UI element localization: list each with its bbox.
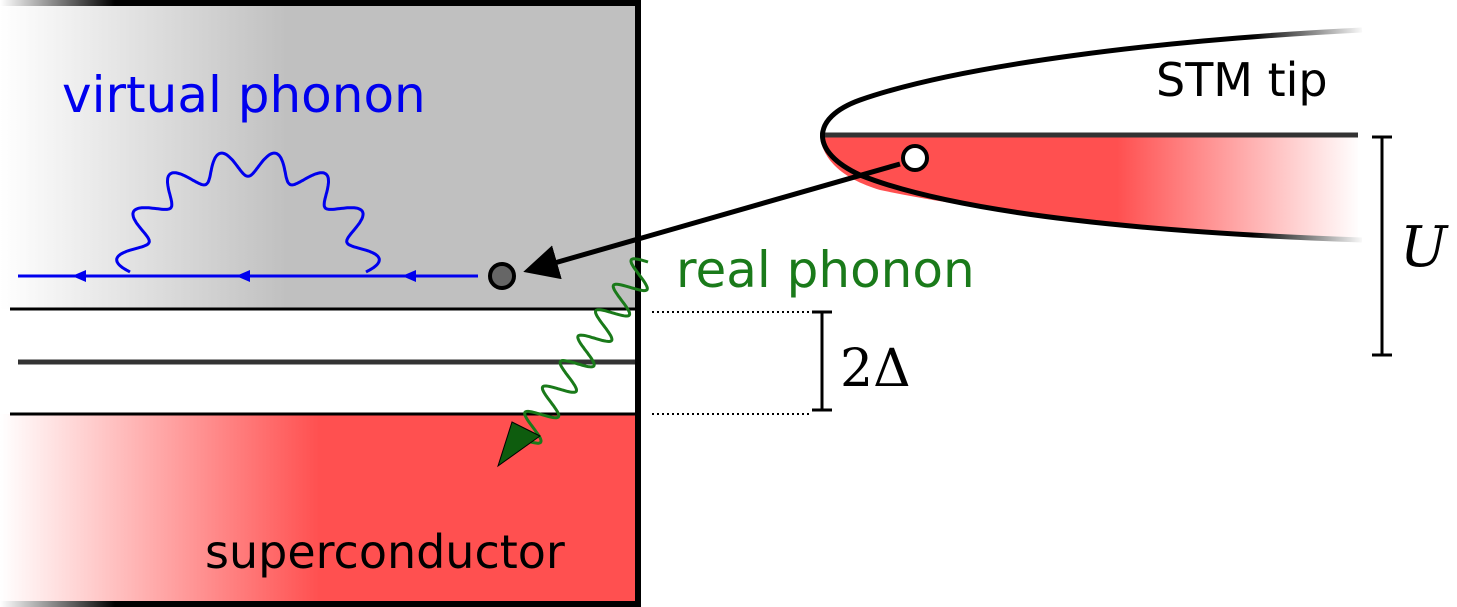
- real-phonon-label: real phonon: [676, 241, 975, 299]
- real-phonon-wavy-line: [523, 257, 649, 445]
- electron-in-sample: [488, 262, 516, 290]
- sample-bulk: [0, 0, 641, 607]
- stm-tip: STM tip: [820, 27, 1363, 243]
- virtual-phonon-diagram: virtual phonon: [18, 66, 478, 282]
- tip-outline: [820, 27, 1363, 243]
- sample-frame: [0, 0, 641, 607]
- stm-tip-label: STM tip: [1156, 53, 1328, 107]
- bias-label: U: [1400, 215, 1449, 280]
- propagator-arrow-1: [72, 270, 86, 282]
- superconductor-label: superconductor: [205, 525, 565, 579]
- occupied-bulk-region: [0, 0, 638, 309]
- tunneling-arrow: [523, 161, 901, 280]
- real-phonon-arrowhead: [497, 421, 541, 468]
- propagator-arrow-3: [402, 270, 416, 282]
- real-phonon: real phonon: [497, 241, 975, 468]
- virtual-phonon-label: virtual phonon: [62, 66, 426, 124]
- gap-label: 2Δ: [840, 339, 911, 399]
- hole-in-tip: [901, 144, 929, 172]
- tunneling-process: [488, 144, 929, 290]
- superconductor-filled-states: [0, 414, 638, 607]
- tip-filled-states: [820, 135, 1358, 238]
- propagator-arrow-2: [236, 270, 250, 282]
- virtual-phonon-wavy-line: [115, 151, 381, 274]
- bias-indicator: U: [1372, 135, 1449, 357]
- gap-indicator: 2Δ: [652, 310, 911, 415]
